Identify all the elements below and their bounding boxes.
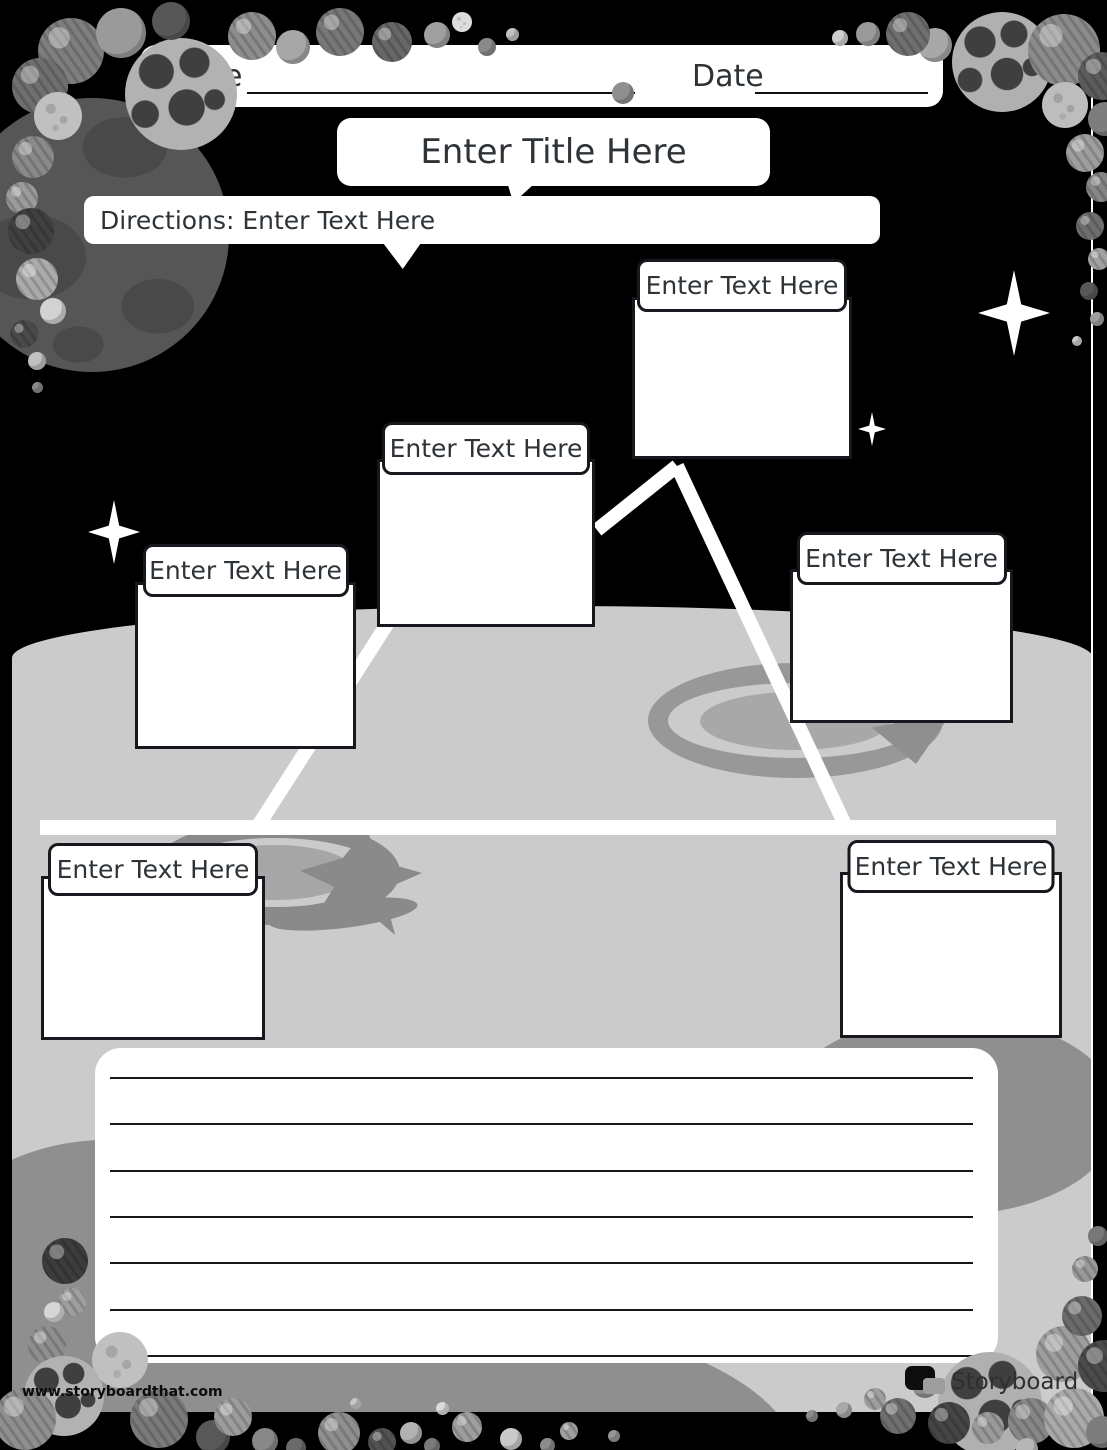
name-date-panel: Name Date [140, 45, 943, 107]
page-edge-line [1091, 30, 1093, 1412]
node-label[interactable]: Enter Text Here [847, 840, 1055, 893]
node-label[interactable]: Enter Text Here [48, 843, 258, 896]
writing-area[interactable] [95, 1048, 998, 1363]
node-top: Enter Text Here [632, 259, 852, 459]
storyboard-logo-text: Storyboard [951, 1369, 1079, 1395]
node-bottom-left: Enter Text Here [41, 843, 265, 1040]
node-label[interactable]: Enter Text Here [796, 532, 1007, 585]
node-bottom-right: Enter Text Here [840, 840, 1062, 1038]
storyboard-logo-icon [905, 1366, 951, 1396]
node-label[interactable]: Enter Text Here [382, 422, 590, 475]
node-body[interactable] [840, 872, 1062, 1038]
bottom-border-band [0, 1412, 1107, 1450]
writing-line[interactable] [110, 1308, 973, 1311]
date-label: Date [692, 59, 764, 94]
node-body[interactable] [41, 876, 265, 1040]
name-label: Name [154, 59, 243, 94]
node-middle: Enter Text Here [377, 422, 595, 627]
node-body[interactable] [790, 569, 1013, 723]
node-body[interactable] [135, 582, 356, 749]
writing-line[interactable] [110, 1169, 973, 1172]
node-left: Enter Text Here [135, 544, 356, 749]
node-label[interactable]: Enter Text Here [637, 259, 847, 312]
writing-line[interactable] [110, 1262, 973, 1265]
writing-line[interactable] [110, 1354, 973, 1357]
writing-line[interactable] [110, 1123, 973, 1126]
directions-field[interactable]: Directions: Enter Text Here [84, 196, 880, 244]
writing-line[interactable] [110, 1215, 973, 1218]
node-body[interactable] [377, 459, 595, 627]
node-right: Enter Text Here [790, 532, 1013, 723]
writing-line[interactable] [110, 1077, 973, 1079]
title-field[interactable]: Enter Title Here [337, 118, 770, 186]
name-input-line[interactable] [247, 92, 635, 94]
node-body[interactable] [632, 297, 852, 459]
website-url: www.storyboardthat.com [22, 1384, 223, 1400]
date-input-line[interactable] [755, 92, 928, 94]
node-label[interactable]: Enter Text Here [142, 544, 349, 597]
storyboard-logo: Storyboard [905, 1366, 1078, 1396]
